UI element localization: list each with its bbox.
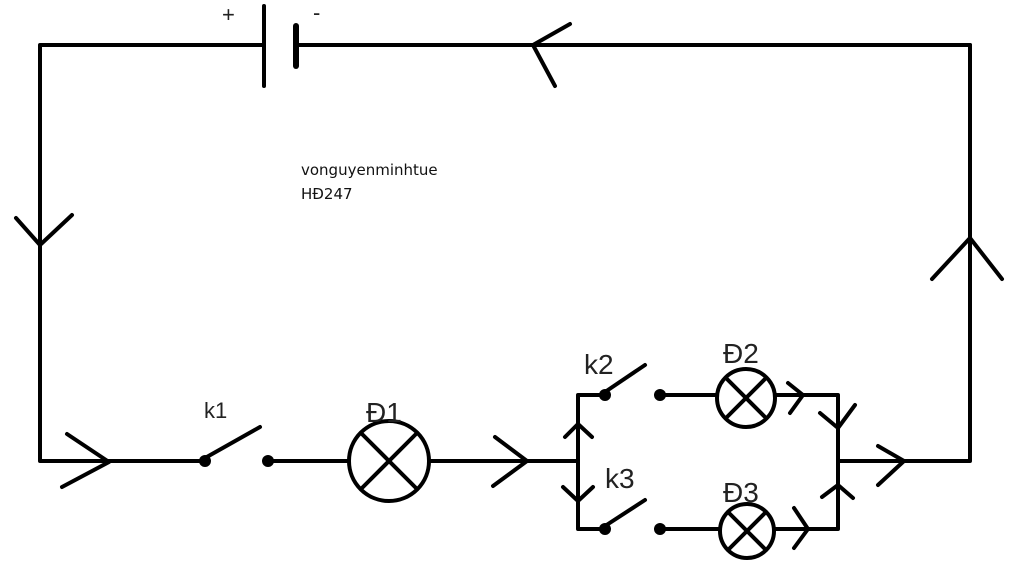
right-rail bbox=[773, 393, 840, 531]
switch-k3-lever bbox=[603, 498, 647, 528]
author-note-line2: HĐ247 bbox=[301, 185, 353, 203]
author-note-line1: vonguyenminhtue bbox=[301, 161, 438, 179]
current-arrow-after-d1 bbox=[491, 435, 529, 488]
current-arrow-right-rail-down bbox=[818, 403, 857, 430]
current-arrow-left-rail-down bbox=[561, 485, 595, 503]
switch-k1-lever bbox=[203, 425, 262, 460]
parallel-section bbox=[576, 393, 840, 531]
current-arrow-right-rail-up bbox=[820, 483, 855, 500]
lamp-d1-label: Đ1 bbox=[366, 397, 402, 428]
current-arrow-left-side bbox=[14, 213, 74, 247]
current-arrow-bottom-left bbox=[60, 432, 111, 489]
lamp-d1: Đ1 bbox=[347, 397, 431, 503]
switch-k2-terminal-right bbox=[654, 389, 666, 401]
switch-k2-label: k2 bbox=[584, 349, 614, 380]
lamp-d2: Đ2 bbox=[715, 338, 777, 429]
current-arrow-after-d3 bbox=[792, 506, 810, 550]
lamp-d1-cross-b bbox=[359, 431, 419, 491]
left-rail bbox=[576, 393, 607, 531]
switch-k2-lever bbox=[603, 363, 647, 394]
battery: + - bbox=[222, 0, 320, 88]
current-arrow-right-side bbox=[930, 236, 1004, 281]
switch-k2: k2 bbox=[584, 349, 666, 401]
lamp-d3-label: Đ3 bbox=[723, 477, 759, 508]
right-wire bbox=[836, 43, 972, 463]
switch-k3-terminal-right bbox=[654, 523, 666, 535]
battery-plus-label: + bbox=[222, 2, 235, 27]
lamp-d3: Đ3 bbox=[718, 477, 776, 560]
top-wire-left bbox=[38, 43, 266, 463]
lamp-d3-cross-b bbox=[726, 510, 768, 552]
lamp-d2-cross-b bbox=[724, 376, 768, 420]
switch-k3-label: k3 bbox=[605, 463, 635, 494]
lamp-d2-label: Đ2 bbox=[723, 338, 759, 369]
switch-k1: k1 bbox=[199, 398, 274, 467]
main-wires bbox=[38, 43, 972, 463]
switch-k3: k3 bbox=[599, 463, 666, 535]
battery-minus-label: - bbox=[313, 0, 320, 25]
current-arrow-top bbox=[531, 22, 572, 88]
current-arrow-left-rail-up bbox=[563, 422, 594, 439]
switch-k1-terminal-right bbox=[262, 455, 274, 467]
switch-k1-label: k1 bbox=[204, 398, 227, 423]
current-arrows bbox=[14, 22, 1004, 550]
current-arrow-output bbox=[876, 444, 906, 487]
current-arrow-after-d2 bbox=[786, 381, 805, 415]
